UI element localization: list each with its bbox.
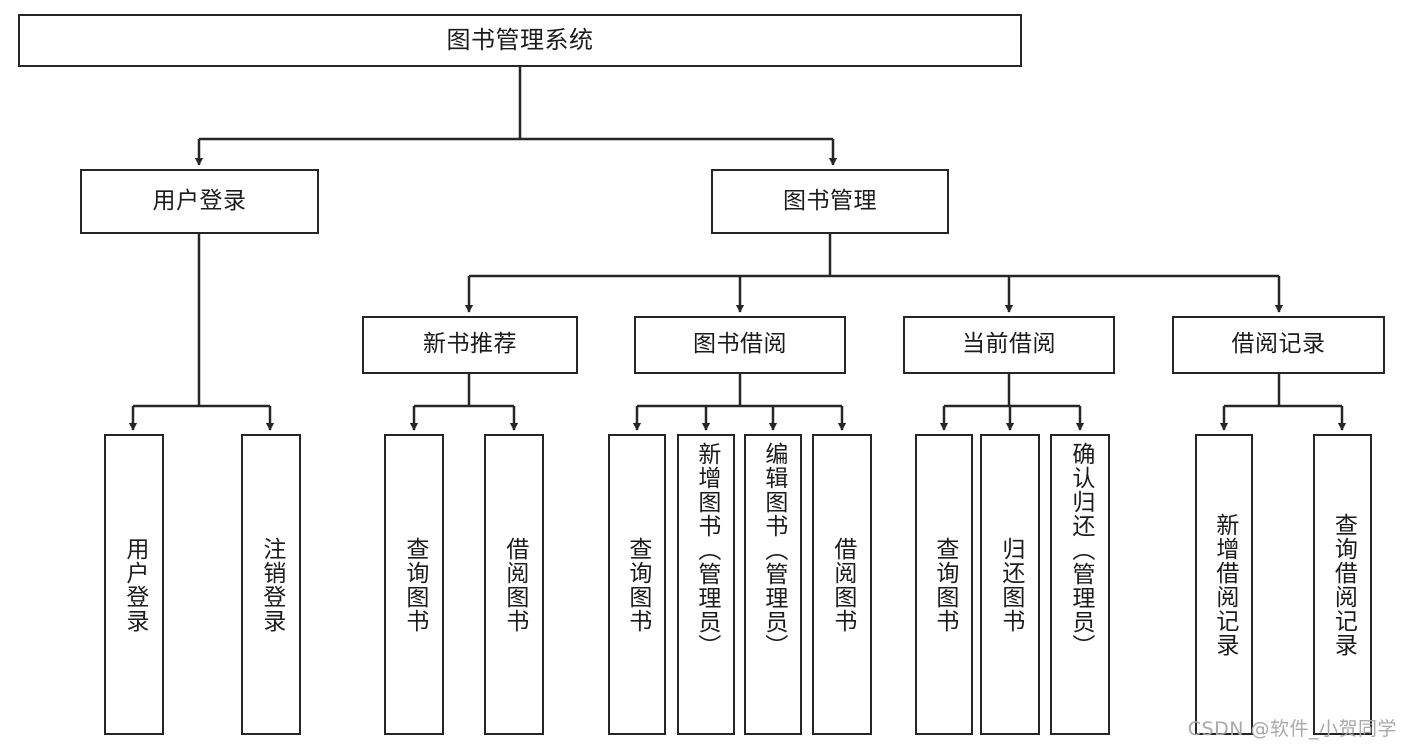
- leaf-query-book-current-label: 查询图书: [931, 536, 958, 633]
- node-root-label: 图书管理系统: [446, 26, 594, 55]
- node-book-borrow: 图书借阅: [634, 316, 846, 374]
- leaf-borrow-book-recommend-label: 借阅图书: [501, 536, 528, 633]
- leaf-borrow-book: 借阅图书: [812, 434, 872, 735]
- node-current-borrow-label: 当前借阅: [962, 331, 1056, 358]
- node-book-borrow-label: 图书借阅: [693, 331, 787, 358]
- leaf-query-book-recommend-label: 查询图书: [401, 536, 428, 633]
- leaf-add-borrow-record-label: 新增借阅记录: [1211, 512, 1238, 657]
- leaf-edit-book-admin-label: 编辑图书（管理员）: [760, 442, 787, 658]
- leaf-borrow-book-recommend: 借阅图书: [484, 434, 544, 735]
- node-borrow-records-label: 借阅记录: [1231, 331, 1326, 358]
- leaf-edit-book-admin: 编辑图书（管理员）: [744, 434, 802, 735]
- node-root: 图书管理系统: [18, 14, 1022, 67]
- leaf-return-book-label: 归还图书: [997, 536, 1024, 633]
- leaf-user-login: 用户登录: [104, 434, 164, 735]
- leaf-query-borrow-record: 查询借阅记录: [1313, 434, 1372, 735]
- node-current-borrow: 当前借阅: [903, 316, 1115, 374]
- leaf-query-book-current: 查询图书: [915, 434, 973, 735]
- leaf-borrow-book-label: 借阅图书: [829, 536, 856, 633]
- leaf-query-book-recommend: 查询图书: [384, 434, 444, 735]
- leaf-query-book-borrow-label: 查询图书: [624, 536, 651, 633]
- node-user-login-label: 用户登录: [152, 187, 247, 214]
- node-new-book-recommend-label: 新书推荐: [423, 331, 517, 358]
- node-borrow-records: 借阅记录: [1172, 316, 1385, 374]
- node-book-management-label: 图书管理: [783, 187, 877, 214]
- leaf-confirm-return-admin-label: 确认归还（管理员）: [1067, 442, 1094, 658]
- leaf-confirm-return-admin: 确认归还（管理员）: [1050, 434, 1110, 735]
- leaf-logout-label: 注销登录: [258, 536, 285, 633]
- node-user-login: 用户登录: [80, 169, 319, 234]
- leaf-query-book-borrow: 查询图书: [608, 434, 666, 735]
- leaf-add-book-admin: 新增图书（管理员）: [677, 434, 735, 735]
- leaf-logout: 注销登录: [241, 434, 301, 735]
- watermark: CSDN @软件_小贺同学: [1187, 718, 1397, 740]
- leaf-add-book-admin-label: 新增图书（管理员）: [693, 442, 720, 658]
- node-book-management: 图书管理: [711, 169, 949, 234]
- leaf-add-borrow-record: 新增借阅记录: [1195, 434, 1253, 735]
- leaf-return-book: 归还图书: [980, 434, 1040, 735]
- leaf-query-borrow-record-label: 查询借阅记录: [1330, 512, 1357, 657]
- node-new-book-recommend: 新书推荐: [362, 316, 578, 374]
- leaf-user-login-label: 用户登录: [121, 536, 148, 633]
